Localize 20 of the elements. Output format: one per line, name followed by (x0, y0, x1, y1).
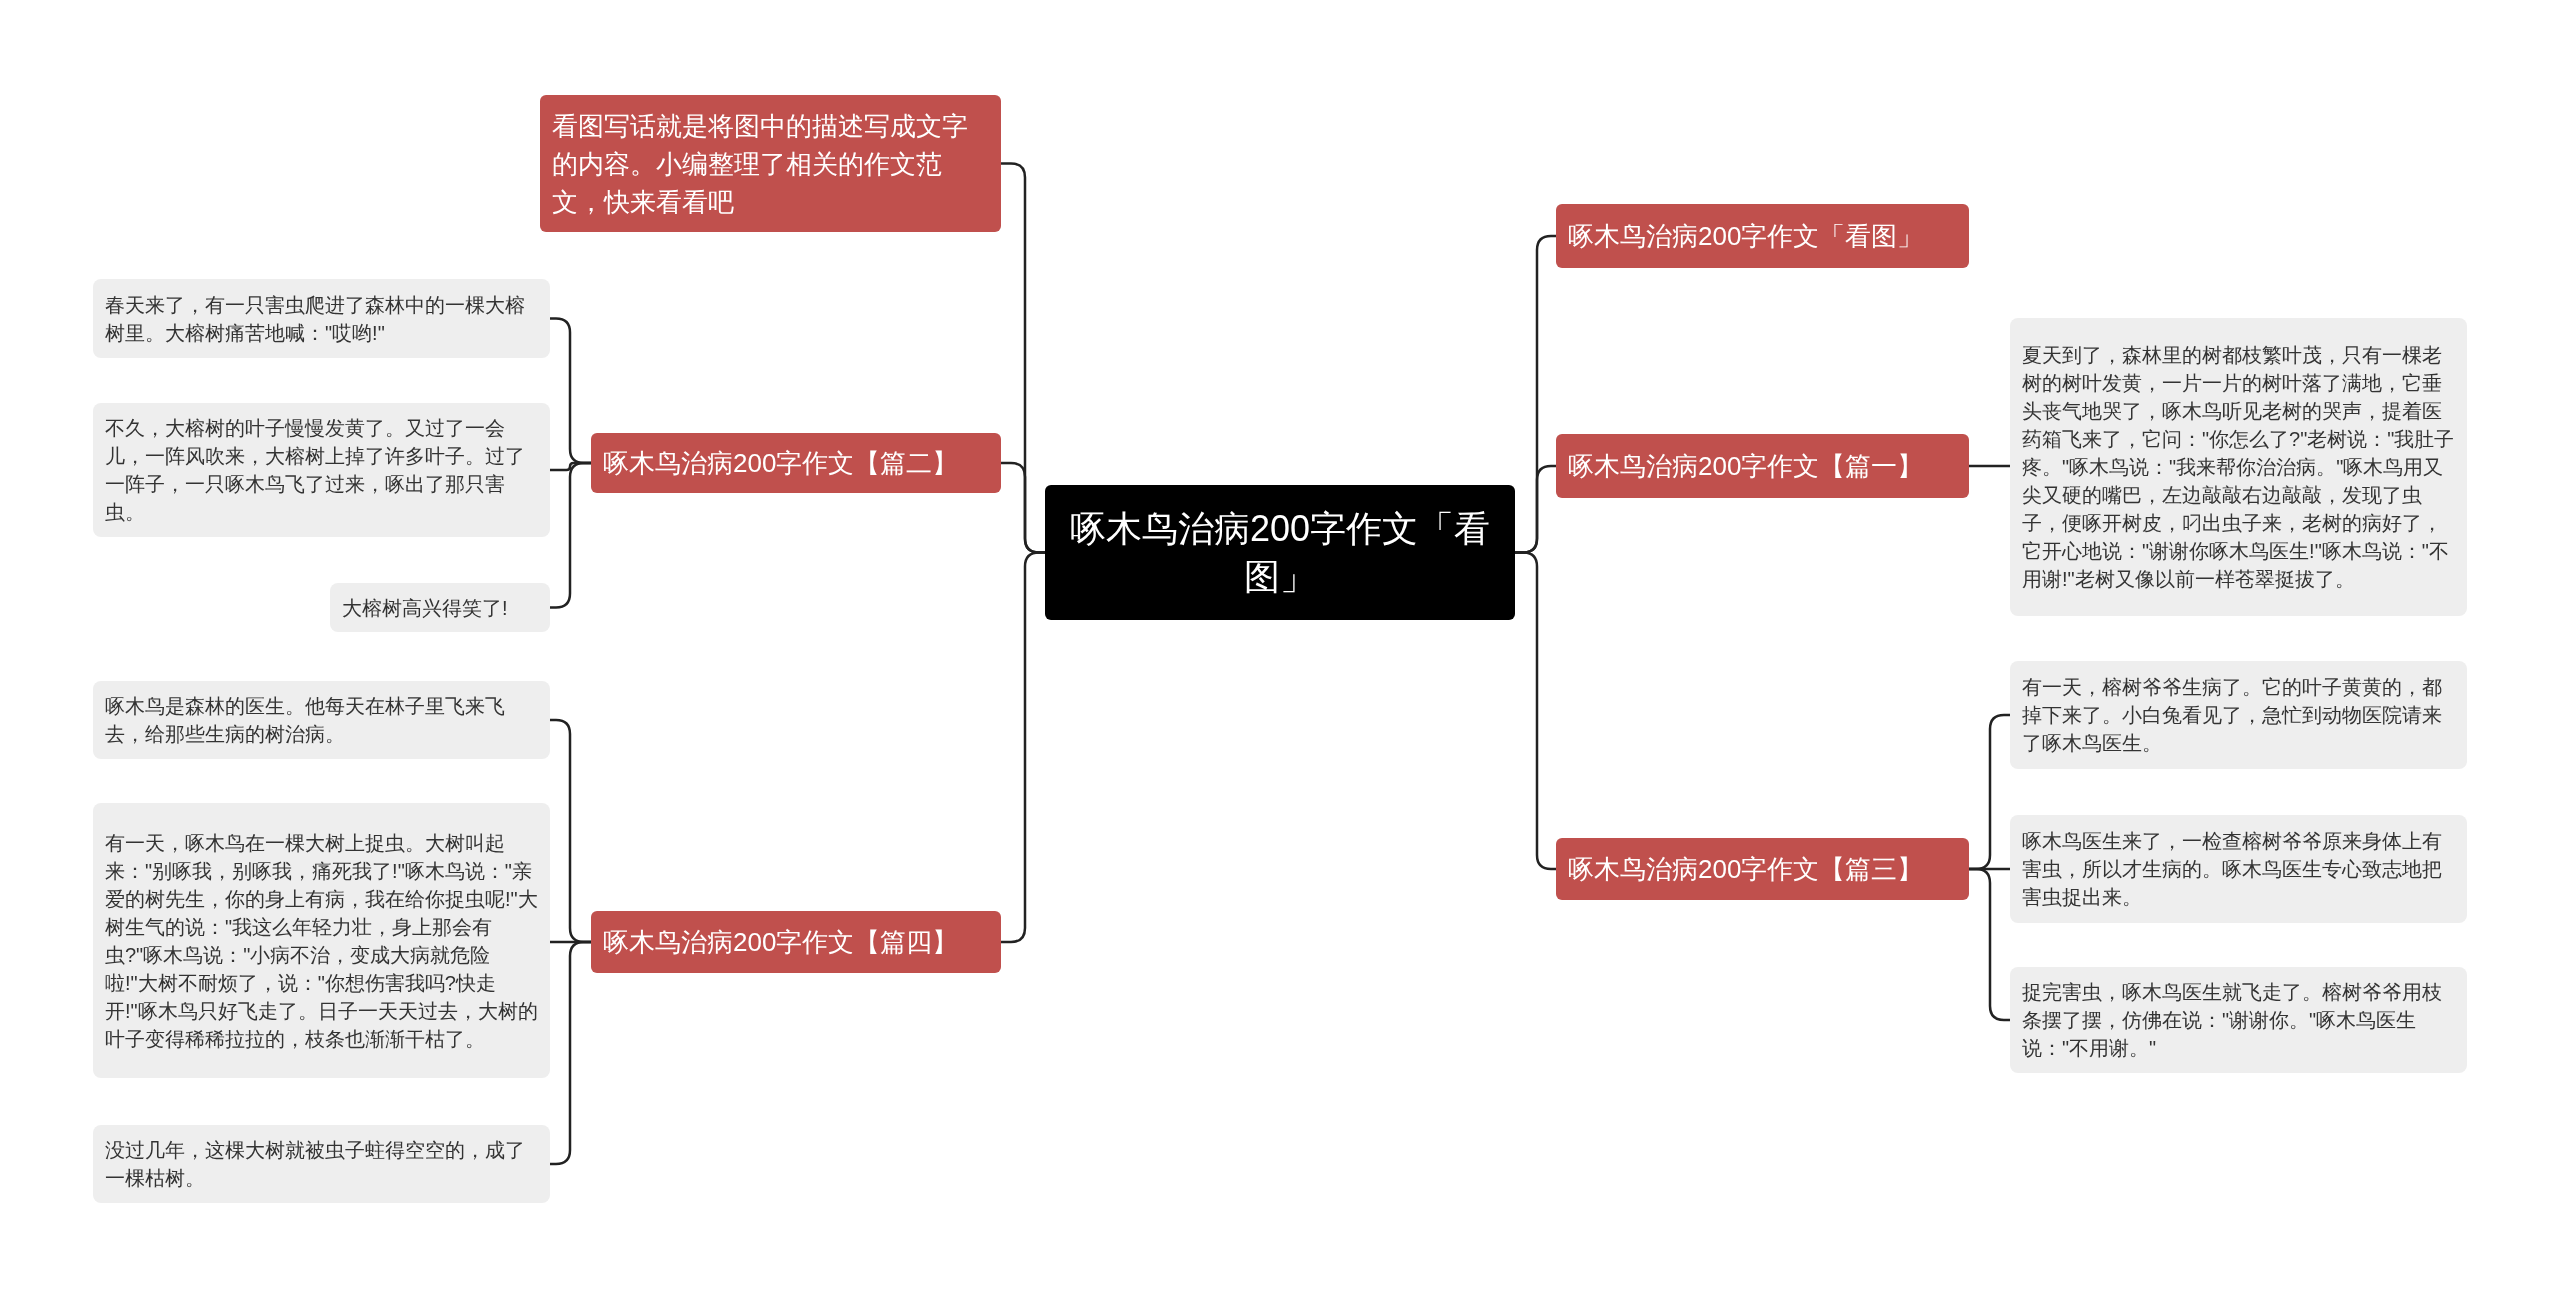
note-box: 捉完害虫，啄木鸟医生就飞走了。榕树爷爷用枝条摆了摆，仿佛在说："谢谢你。"啄木鸟医生说："不用谢。" (2010, 967, 2467, 1073)
connector-line (1001, 551, 1045, 944)
topic-box: 啄木鸟治病200字作文【篇三】 (1556, 838, 1969, 900)
topic-box: 啄木鸟治病200字作文【篇一】 (1556, 434, 1969, 498)
note-box: 有一天，啄木鸟在一棵大树上捉虫。大树叫起来："别啄我，别啄我，痛死我了!"啄木鸟说："亲爱的树先生，你的身上有病，我在给你捉虫呢!"大树生气的说："我这么年轻力壮，身上那会有虫?"啄木鸟说："小病不治，变成大病就危险啦!"大树不耐烦了，说："你想伤害我吗?快走开!"啄木鸟只好飞走了。日子一天天过去，大树的叶子变得稀稀拉拉的，枝条也渐渐干枯了。 (93, 803, 550, 1078)
topic-box: 看图写话就是将图中的描述写成文字的内容。小编整理了相关的作文范文，快来看看吧 (540, 95, 1001, 232)
note-box: 有一天，榕树爷爷生病了。它的叶子黄黄的，都掉下来了。小白兔看见了，急忙到动物医院请来了啄木鸟医生。 (2010, 661, 2467, 769)
note-box: 夏天到了，森林里的树都枝繁叶茂，只有一棵老树的树叶发黄，一片一片的树叶落了满地，它垂头丧气地哭了，啄木鸟听见老树的哭声，提着医药箱飞来了，它问："你怎么了?"老树说："我肚子疼。"啄木鸟说："我来帮你治治病。"啄木鸟用又尖又硬的嘴巴，左边敲敲右边敲敲，发现了虫子，便啄开树皮，叼出虫子来，老树的病好了，它开心地说："谢谢你啄木鸟医生!"啄木鸟说："不用谢!"老树又像以前一样苍翠挺拔了。 (2010, 318, 2467, 616)
topic-box: 啄木鸟治病200字作文【篇四】 (591, 911, 1001, 973)
topic-box: 啄木鸟治病200字作文「看图」 (1556, 204, 1969, 268)
note-box: 不久，大榕树的叶子慢慢发黄了。又过了一会儿，一阵风吹来，大榕树上掉了许多叶子。过了一阵子，一只啄木鸟飞了过来，啄出了那只害虫。 (93, 403, 550, 537)
note-box: 啄木鸟医生来了，一检查榕树爷爷原来身体上有害虫，所以才生病的。啄木鸟医生专心致志地把害虫捉出来。 (2010, 815, 2467, 923)
note-box: 没过几年，这棵大树就被虫子蛀得空空的，成了一棵枯树。 (93, 1125, 550, 1203)
root-topic-box: 啄木鸟治病200字作文「看图」 (1045, 485, 1515, 620)
connector-line (1969, 464, 2010, 468)
note-box: 大榕树高兴得笑了! (330, 583, 550, 632)
connector-line (1515, 551, 1556, 871)
note-box: 啄木鸟是森林的医生。他每天在林子里飞来飞去，给那些生病的树治病。 (93, 681, 550, 759)
topic-box: 啄木鸟治病200字作文【篇二】 (591, 433, 1001, 493)
note-box: 春天来了，有一只害虫爬进了森林中的一棵大榕树里。大榕树痛苦地喊："哎哟!" (93, 279, 550, 358)
